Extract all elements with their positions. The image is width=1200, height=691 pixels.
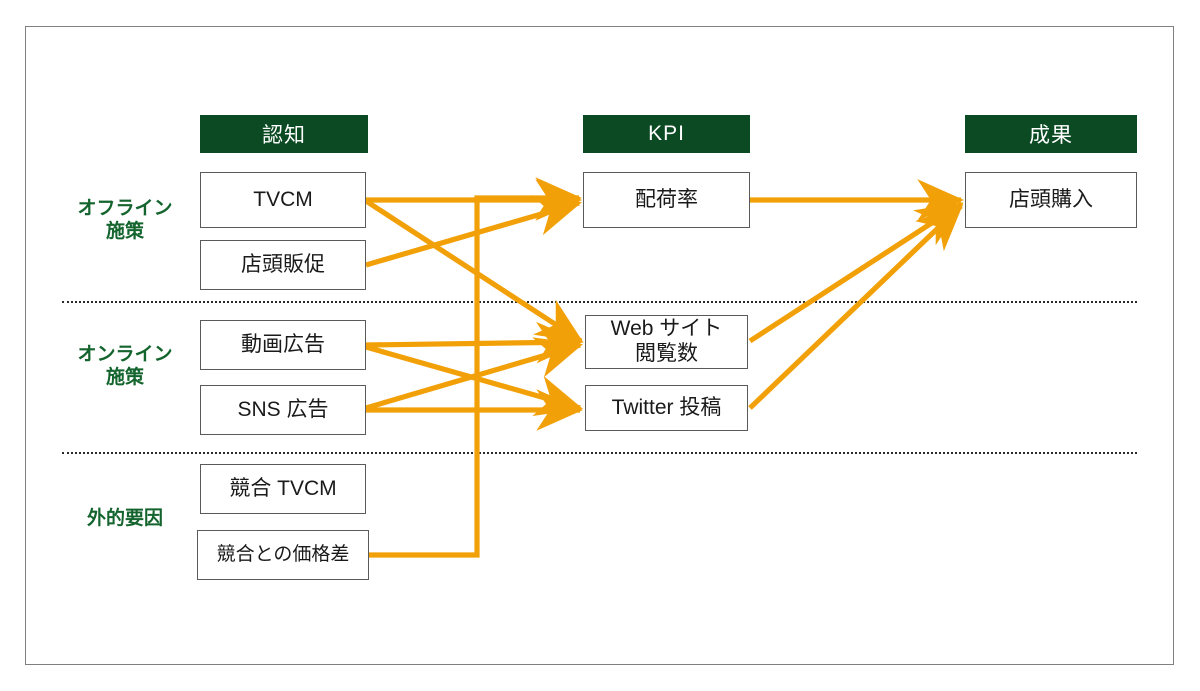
row-label-offline-line2: 施策 (105, 220, 144, 242)
node-website-views[interactable]: Web サイト 閲覧数 (585, 315, 748, 369)
edge-snsad-websiteviews (365, 337, 583, 411)
node-sns-ad[interactable]: SNS 広告 (200, 385, 366, 435)
node-twitter-post[interactable]: Twitter 投稿 (585, 385, 748, 431)
column-header-outcome: 成果 (965, 115, 1137, 153)
row-label-external-line1: 外的要因 (86, 508, 163, 529)
row-label-online: オンライン 施策 (55, 344, 195, 390)
node-competitor-tvcm[interactable]: 競合 TVCM (200, 464, 366, 514)
node-store-purchase[interactable]: 店頭購入 (965, 172, 1137, 228)
edge-videoad-websiteviews (365, 321, 584, 364)
column-header-kpi: KPI (583, 115, 750, 153)
edge-websiteviews-storepurchase (748, 201, 964, 344)
edge-pricegap-distribution (366, 177, 583, 558)
row-label-online-line2: 施策 (105, 366, 144, 388)
node-instore-promotion[interactable]: 店頭販促 (200, 240, 366, 290)
edge-tvcm-websiteviews (364, 198, 584, 344)
divider-online-external (62, 452, 1137, 454)
node-video-ad[interactable]: 動画広告 (200, 320, 366, 370)
column-header-awareness: 認知 (200, 115, 368, 153)
node-website-views-line2: 閲覧数 (635, 342, 698, 365)
node-price-gap[interactable]: 競合との価格差 (197, 530, 369, 580)
edge-instore-distribution (365, 195, 582, 268)
row-label-external: 外的要因 (55, 508, 195, 531)
edge-twitterpost-storepurchase (748, 203, 964, 410)
row-label-online-line1: オンライン (77, 344, 173, 365)
row-label-offline-line1: オフライン (77, 198, 173, 219)
row-label-offline: オフライン 施策 (55, 198, 195, 244)
node-tvcm[interactable]: TVCM (200, 172, 366, 228)
node-distribution-rate[interactable]: 配荷率 (583, 172, 750, 228)
divider-offline-online (62, 301, 1137, 303)
node-website-views-line1: Web サイト (610, 317, 723, 341)
